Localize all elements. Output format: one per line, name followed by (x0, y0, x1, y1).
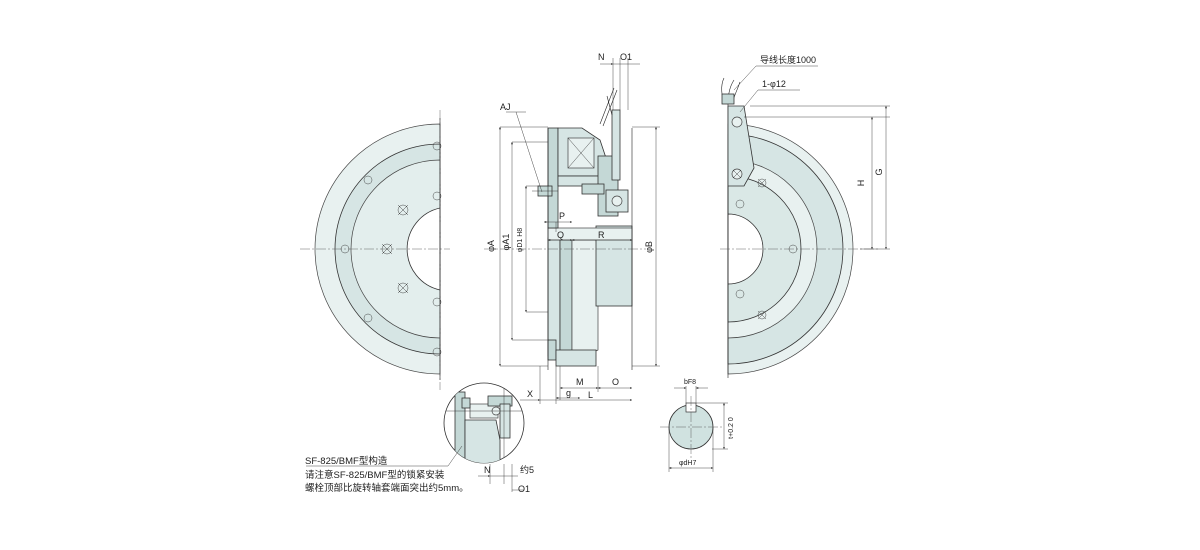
label-r: R (598, 230, 605, 240)
label-o: O (612, 377, 619, 387)
construction-note: SF-825/BMF型构造 请注意SF-825/BMF型的锁紧安装 螺栓顶部比旋… (305, 455, 469, 494)
front-view (300, 110, 450, 390)
label-detail-o1: O1 (518, 484, 530, 494)
note-title: SF-825/BMF型构造 (305, 455, 388, 467)
label-detail-n: N (484, 465, 491, 475)
label-q: Q (557, 230, 564, 240)
label-p: P (559, 211, 565, 221)
label-lead-length: 导线长度1000 (760, 54, 816, 65)
shaft-key-section (660, 386, 728, 472)
note-line-1: 请注意SF-825/BMF型的锁紧安装 (305, 469, 445, 481)
detail-view (306, 382, 525, 492)
label-l: L (588, 390, 593, 400)
label-t: t+0.2 0 (728, 417, 735, 439)
section-dimensions (499, 58, 660, 404)
label-b-f8: bF8 (684, 379, 696, 386)
label-phi-b: φB (644, 241, 654, 253)
label-x: X (527, 389, 533, 399)
rear-view (720, 65, 890, 378)
label-phi-a1: φA1 (501, 234, 511, 251)
label-phi-d1: φD1 H8 (517, 228, 524, 252)
label-mount-hole: 1-φ12 (762, 79, 786, 89)
note-line-2: 螺栓顶部比旋转轴套端面突出约5mm。 (305, 482, 469, 494)
section-view (484, 87, 646, 370)
label-phi-a: φA (486, 240, 496, 252)
label-phi-dh7: φdH7 (679, 460, 696, 467)
label-aj: AJ (500, 102, 511, 112)
label-g: G (874, 168, 884, 175)
label-m: M (576, 377, 584, 387)
label-n: N (598, 52, 605, 62)
label-h: H (856, 180, 866, 187)
label-approx-5: 约5 (520, 464, 534, 475)
label-o1: O1 (620, 52, 632, 62)
label-g-small: g (566, 388, 571, 398)
dimension-labels: N O1 导线长度1000 1-φ12 AJ H G φA φA1 φD1 H8… (484, 52, 884, 494)
